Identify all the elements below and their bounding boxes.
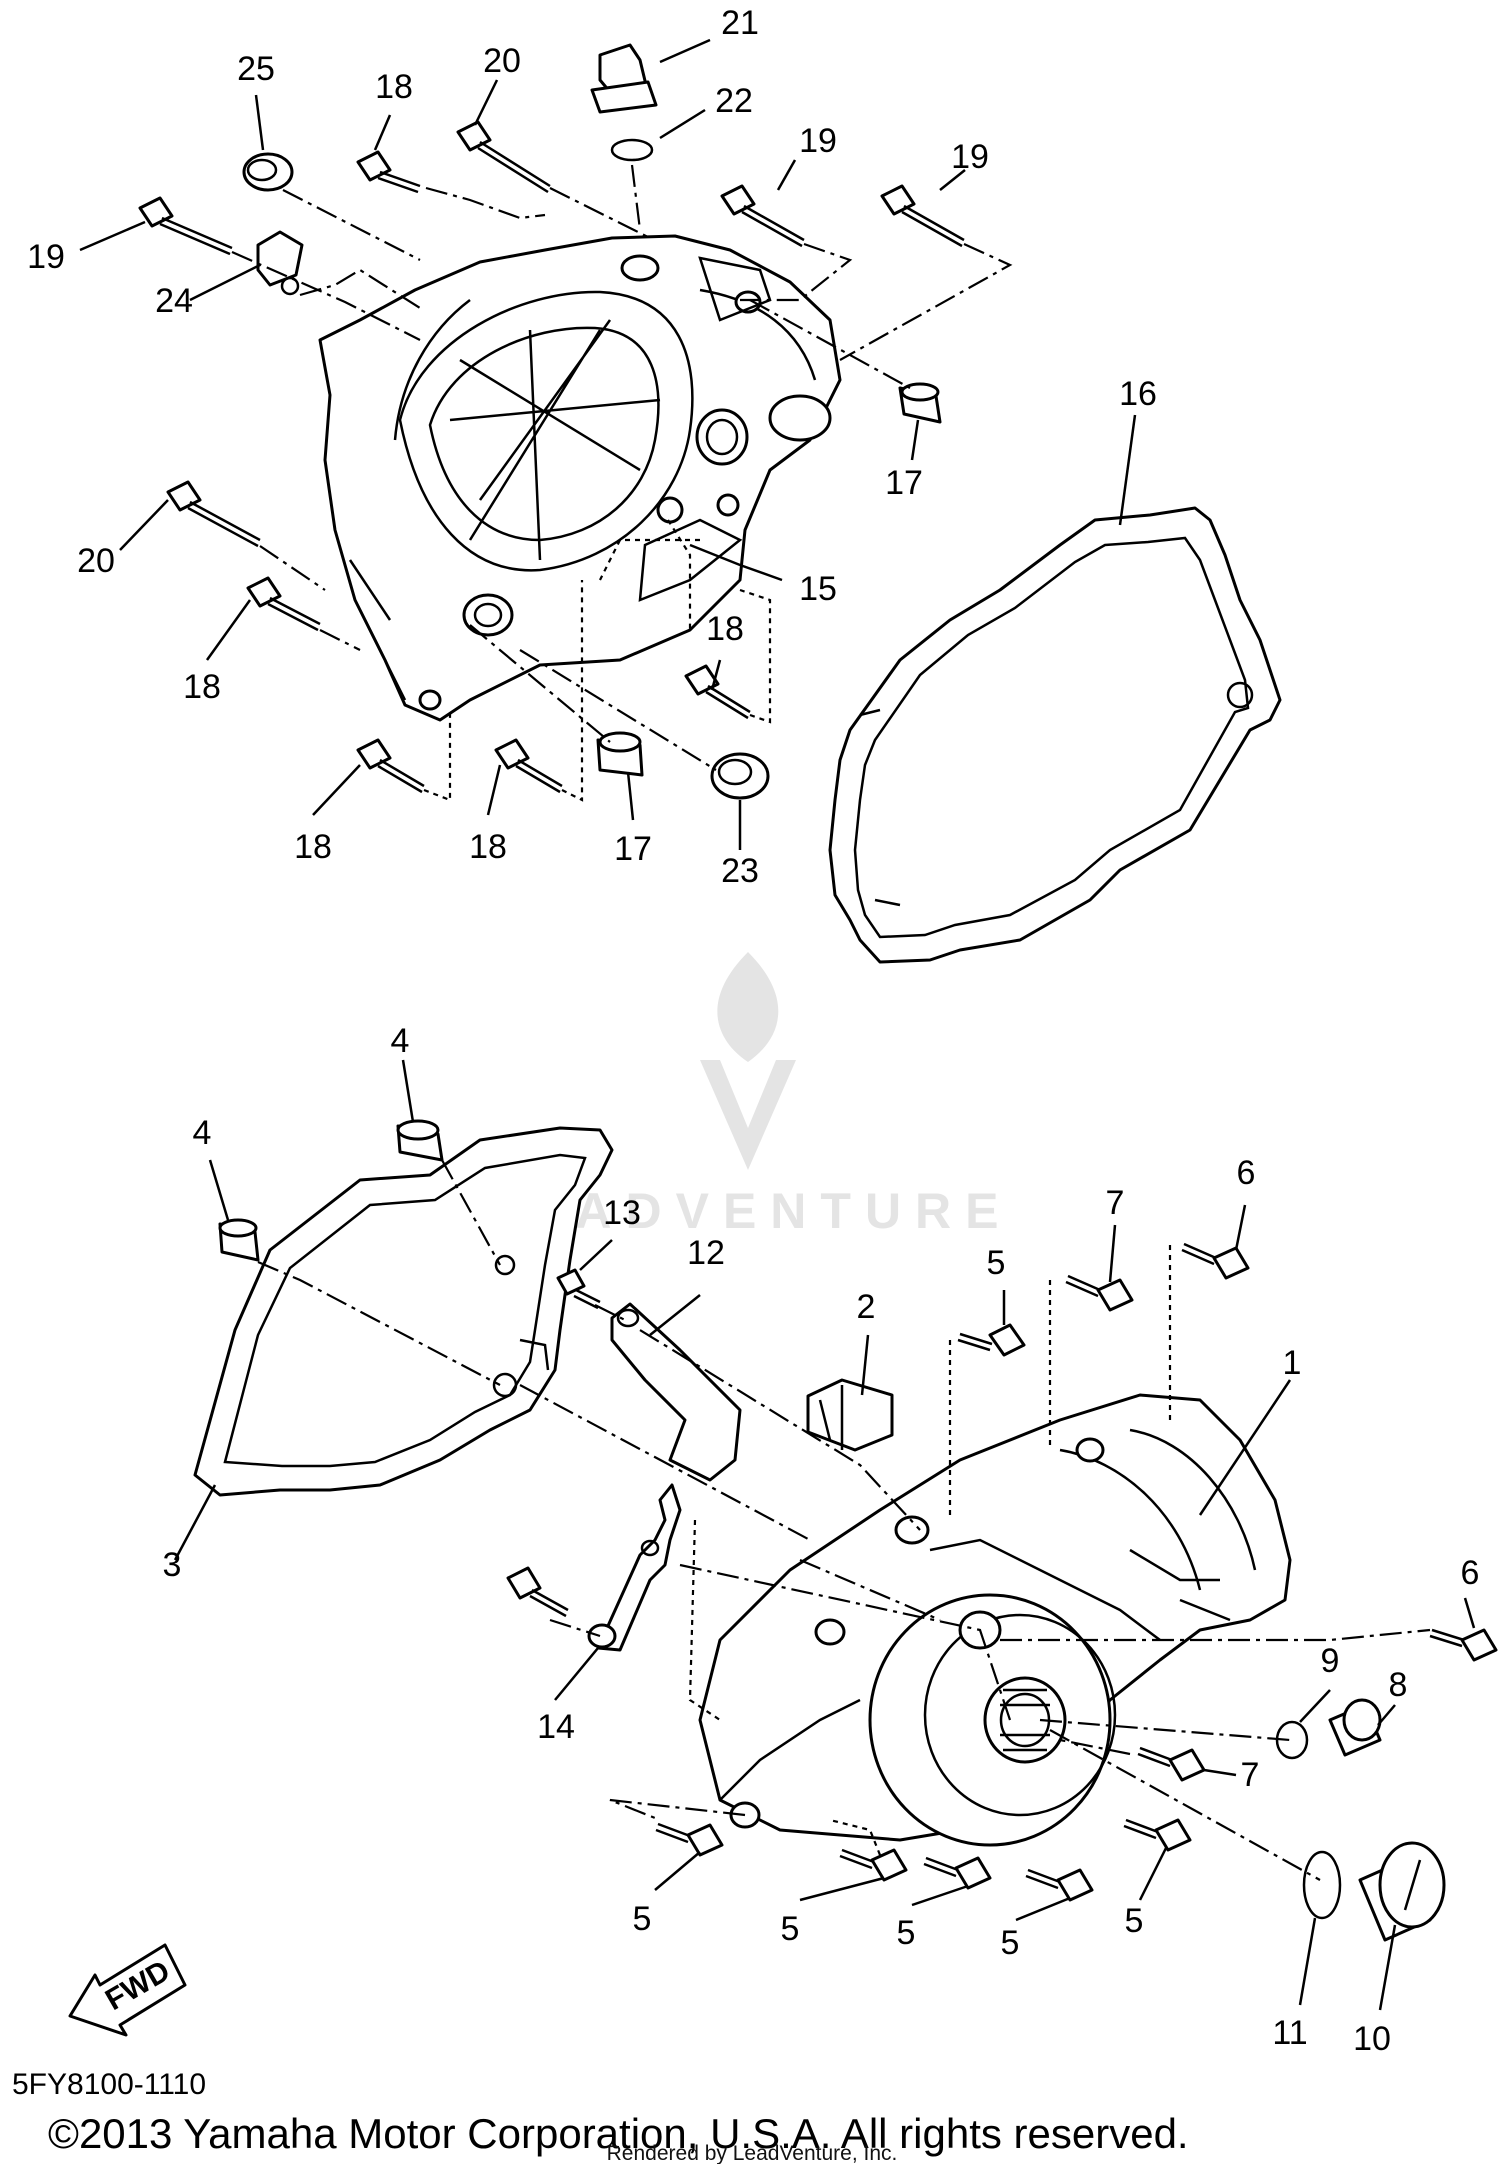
bolt-5-lower-1 [655, 1822, 724, 1857]
crankcase-cover-2 [318, 234, 842, 722]
bolt-5-lower-5 [1123, 1818, 1192, 1852]
callout-22: 22 [715, 82, 753, 120]
part-23-oil-seal [710, 752, 770, 800]
callout-24: 24 [155, 282, 193, 320]
part-24-clamp [256, 230, 304, 296]
callout-5: 5 [1001, 1924, 1020, 1962]
bolt-6-upper [1181, 1242, 1250, 1280]
callout-11: 11 [1272, 2014, 1307, 2052]
callout-19: 19 [951, 138, 989, 176]
part-17-dowel-right [898, 382, 942, 424]
bolt-18-bottom-left [356, 738, 425, 794]
bolt-20-left [166, 480, 261, 548]
copyright-text: ©2013 Yamaha Motor Corporation, U.S.A. A… [48, 2110, 1189, 2157]
part-3-gasket [193, 1126, 614, 1497]
callout-6: 6 [1461, 1554, 1480, 1592]
callout-13: 13 [603, 1194, 641, 1232]
callout-17: 17 [885, 464, 923, 502]
part-4-dowel-left [218, 1218, 260, 1262]
callout-3: 3 [163, 1546, 182, 1584]
part-25-oil-seal [242, 152, 294, 192]
callout-18: 18 [375, 68, 413, 106]
bolt-19-left [138, 196, 233, 256]
part-13-screw [556, 1268, 601, 1310]
bolt-5-lower-3 [923, 1856, 992, 1890]
callout-5: 5 [897, 1914, 916, 1952]
callout-18: 18 [469, 828, 507, 866]
callout-6: 6 [1237, 1154, 1256, 1192]
callout-18: 18 [706, 610, 744, 648]
bolt-19-right [880, 184, 965, 248]
callout-20: 20 [483, 42, 521, 80]
part-14-clamp [587, 1483, 682, 1652]
callout-4: 4 [391, 1022, 410, 1060]
callout-7: 7 [1241, 1756, 1260, 1794]
callout-5: 5 [781, 1910, 800, 1948]
bolt-7-upper [1065, 1274, 1134, 1312]
rendered-by-text: Rendered by LeadVenture, Inc. [607, 2142, 898, 2164]
gasket-crankcase-cover-2 [828, 506, 1282, 964]
callout-9: 9 [1321, 1642, 1340, 1680]
callout-19: 19 [799, 122, 837, 160]
bolt-18-left [246, 576, 321, 632]
bolt-5-lower-2 [839, 1848, 908, 1882]
callout-21: 21 [721, 4, 759, 42]
callout-17: 17 [614, 830, 652, 868]
callout-4: 4 [193, 1114, 212, 1152]
bolt-18-top [356, 150, 421, 194]
callout-10: 10 [1353, 2020, 1391, 2058]
callout-18: 18 [183, 668, 221, 706]
callout-8: 8 [1389, 1666, 1408, 1704]
callout-5: 5 [633, 1900, 652, 1938]
bolt-20-top [456, 120, 551, 194]
part-11-o-ring [1302, 1850, 1342, 1920]
part-22-o-ring [610, 138, 654, 162]
callout-5: 5 [1125, 1902, 1144, 1940]
part-code: 5FY8100-1110 [12, 2068, 206, 2101]
bolt-5-lower-4 [1025, 1868, 1094, 1902]
callout-numbers: 21 22 25 20 18 19 19 19 24 16 17 15 20 1… [27, 4, 1479, 2058]
part-4-dowel-top [396, 1119, 444, 1162]
callout-14: 14 [537, 1708, 575, 1746]
bolt-unlabeled [506, 1566, 569, 1618]
callout-20: 20 [77, 542, 115, 580]
bolt-5-upper [957, 1323, 1026, 1357]
callout-25: 25 [237, 50, 275, 88]
callout-16: 16 [1119, 375, 1157, 413]
part-17-dowel-bottom [596, 731, 644, 777]
callout-18: 18 [294, 828, 332, 866]
part-12-plate [610, 1302, 742, 1482]
lower-alignment-lines [257, 1159, 1431, 1881]
callout-leaders [79, 38, 1476, 2011]
callout-23: 23 [721, 852, 759, 890]
callout-19: 19 [27, 238, 65, 276]
bolt-19-mid [720, 184, 805, 248]
bolt-18-right [684, 664, 751, 720]
upper-alignment-lines [231, 164, 1013, 802]
bolt-7-lower [1137, 1746, 1206, 1782]
callout-15: 15 [799, 570, 837, 608]
part-1-crankcase-cover-1 [698, 1393, 1292, 1847]
part-21-oil-filler-cap [590, 43, 658, 114]
part-8-plug [1328, 1698, 1382, 1757]
bolt-6-right [1429, 1628, 1498, 1662]
callout-12: 12 [687, 1234, 725, 1272]
bolt-18-bottom-mid [494, 738, 563, 794]
callout-7: 7 [1106, 1184, 1125, 1222]
callout-1: 1 [1283, 1344, 1302, 1382]
part-10-cap [1358, 1841, 1446, 1942]
fwd-arrow: FWD [68, 1943, 187, 2037]
callout-5: 5 [987, 1244, 1006, 1282]
callout-2: 2 [857, 1288, 876, 1326]
part-2-block [806, 1378, 894, 1452]
